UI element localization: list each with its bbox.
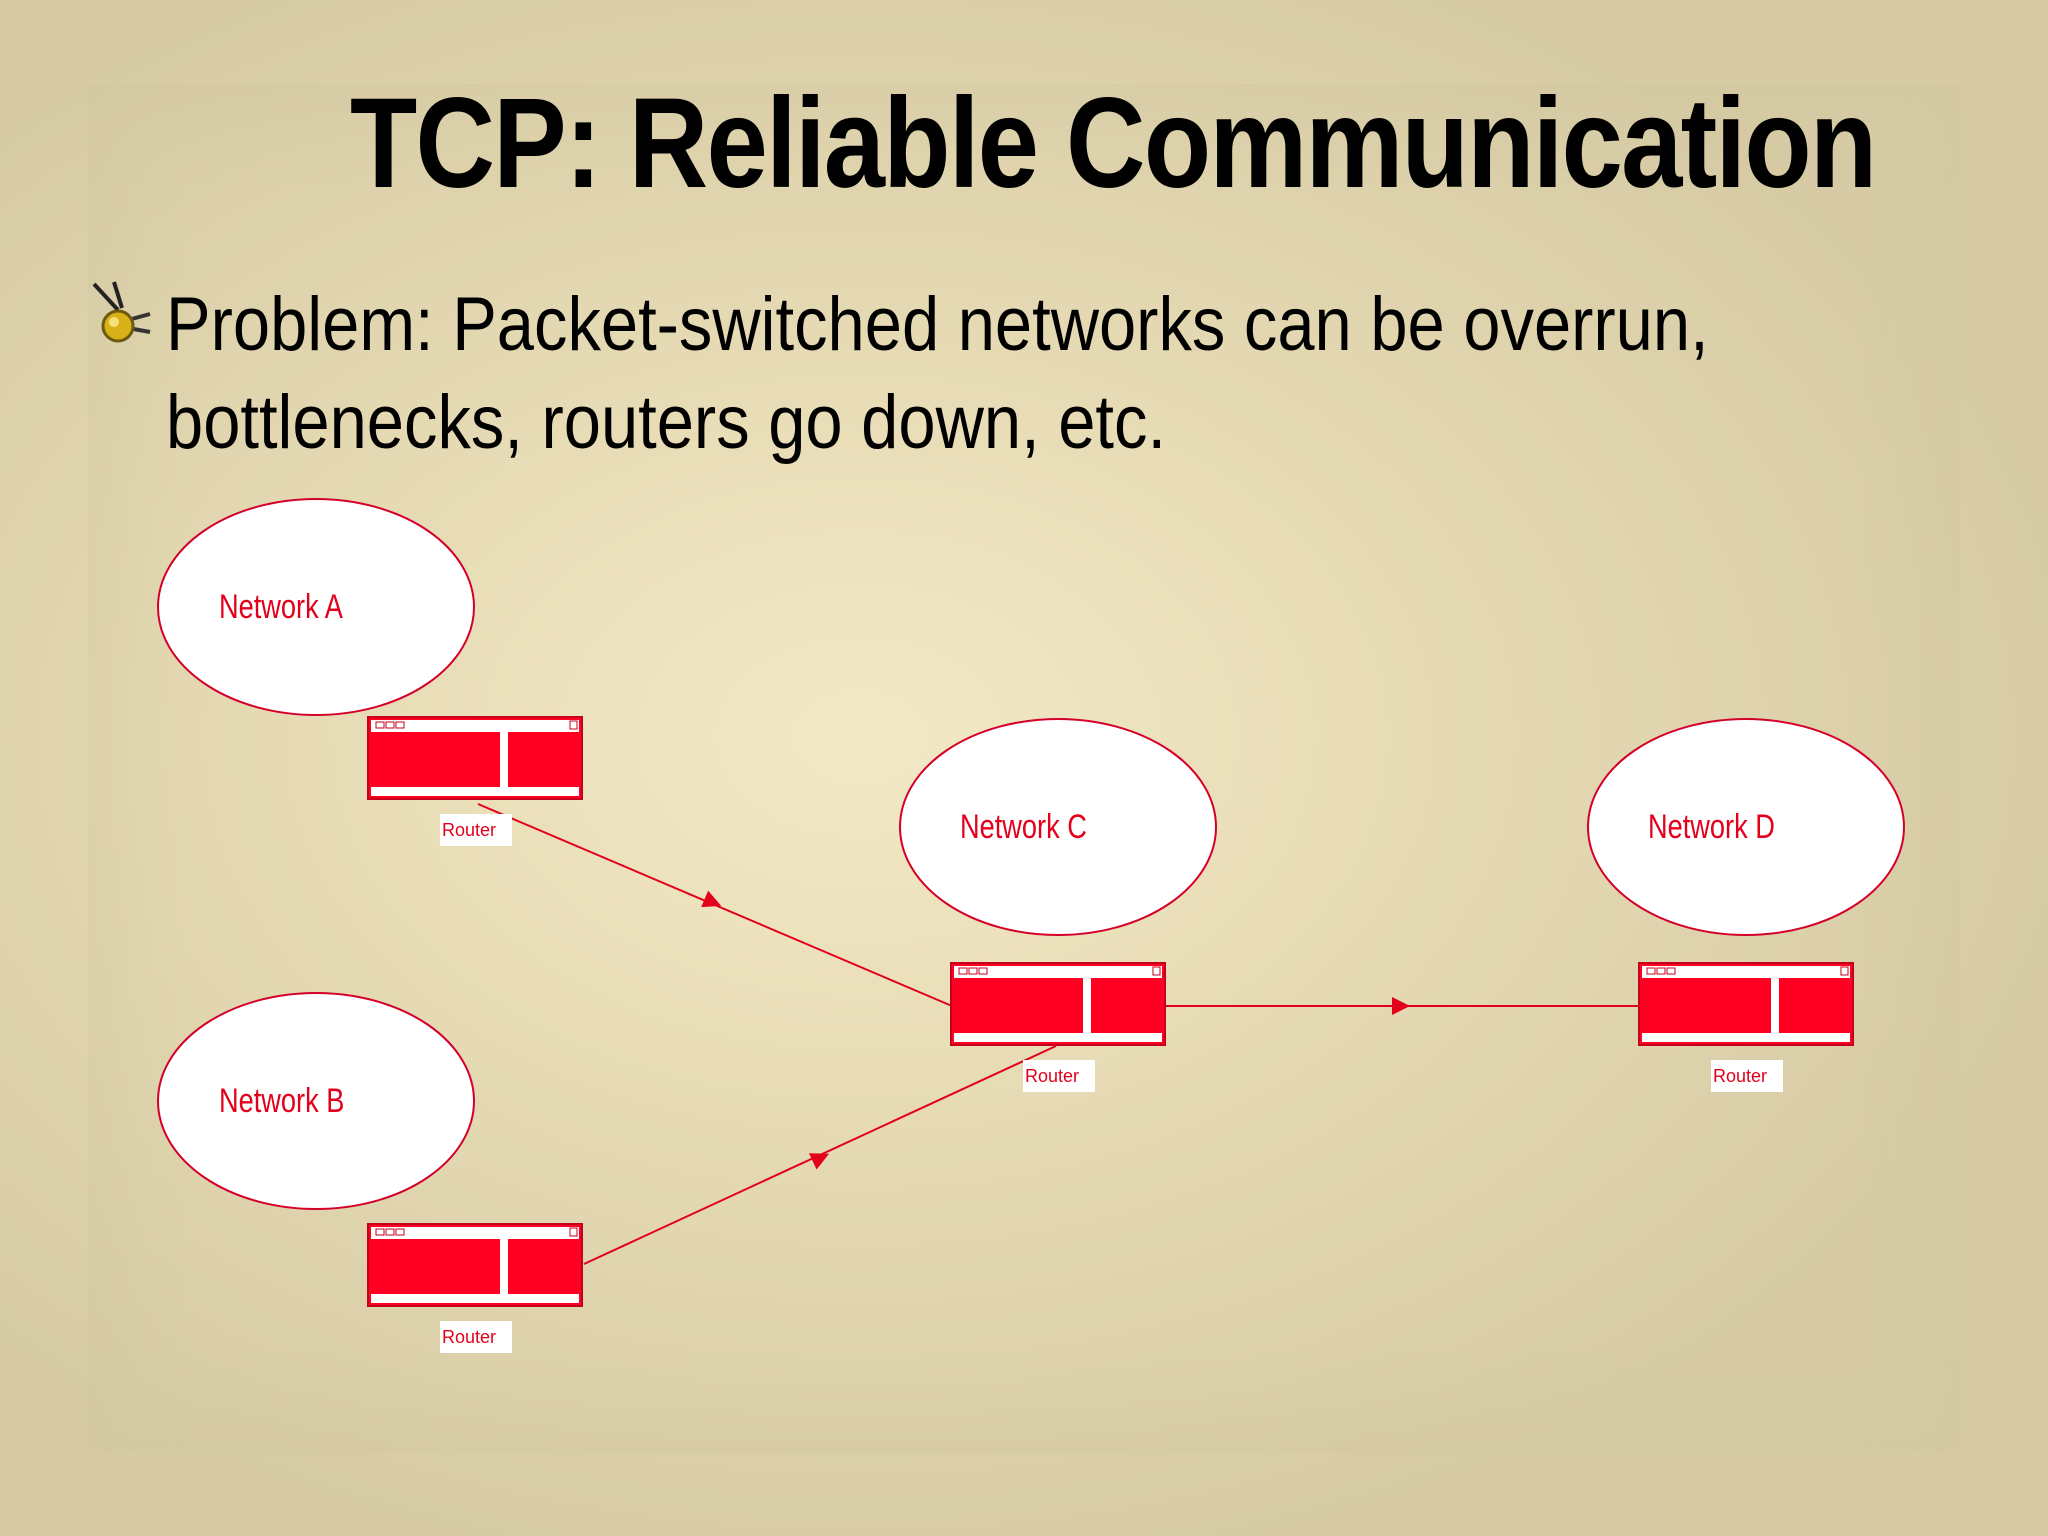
network-c-node: Network C — [899, 718, 1217, 936]
router-c: Router — [950, 962, 1166, 1092]
network-d-node: Network D — [1587, 718, 1905, 936]
router-a: Router — [367, 716, 583, 846]
router-b: Router — [367, 1223, 583, 1353]
router-d-label: Router — [1713, 1066, 1767, 1086]
router-d: Router — [1638, 962, 1854, 1092]
bullet-line-2: bottlenecks, routers go down, etc. — [166, 380, 1167, 465]
network-b-node: Network B — [157, 992, 475, 1210]
slide-title: TCP: Reliable Communication — [350, 72, 1877, 215]
router-c-label: Router — [1025, 1066, 1079, 1086]
bullet-line-1: Problem: Packet-switched networks can be… — [166, 282, 1709, 367]
network-c-label: Network C — [960, 807, 1087, 846]
link-b-to-c — [583, 1045, 1057, 1265]
network-a-label: Network A — [219, 587, 343, 626]
network-d-label: Network D — [1648, 807, 1775, 846]
router-b-label: Router — [442, 1327, 496, 1347]
bee-bullet-icon — [92, 281, 151, 343]
router-a-label: Router — [442, 820, 496, 840]
bullet-text: Problem: Packet-switched networks can be… — [166, 276, 1750, 472]
network-b-label: Network B — [219, 1081, 344, 1120]
link-a-to-c — [477, 803, 953, 1007]
network-a-node: Network A — [157, 498, 475, 716]
